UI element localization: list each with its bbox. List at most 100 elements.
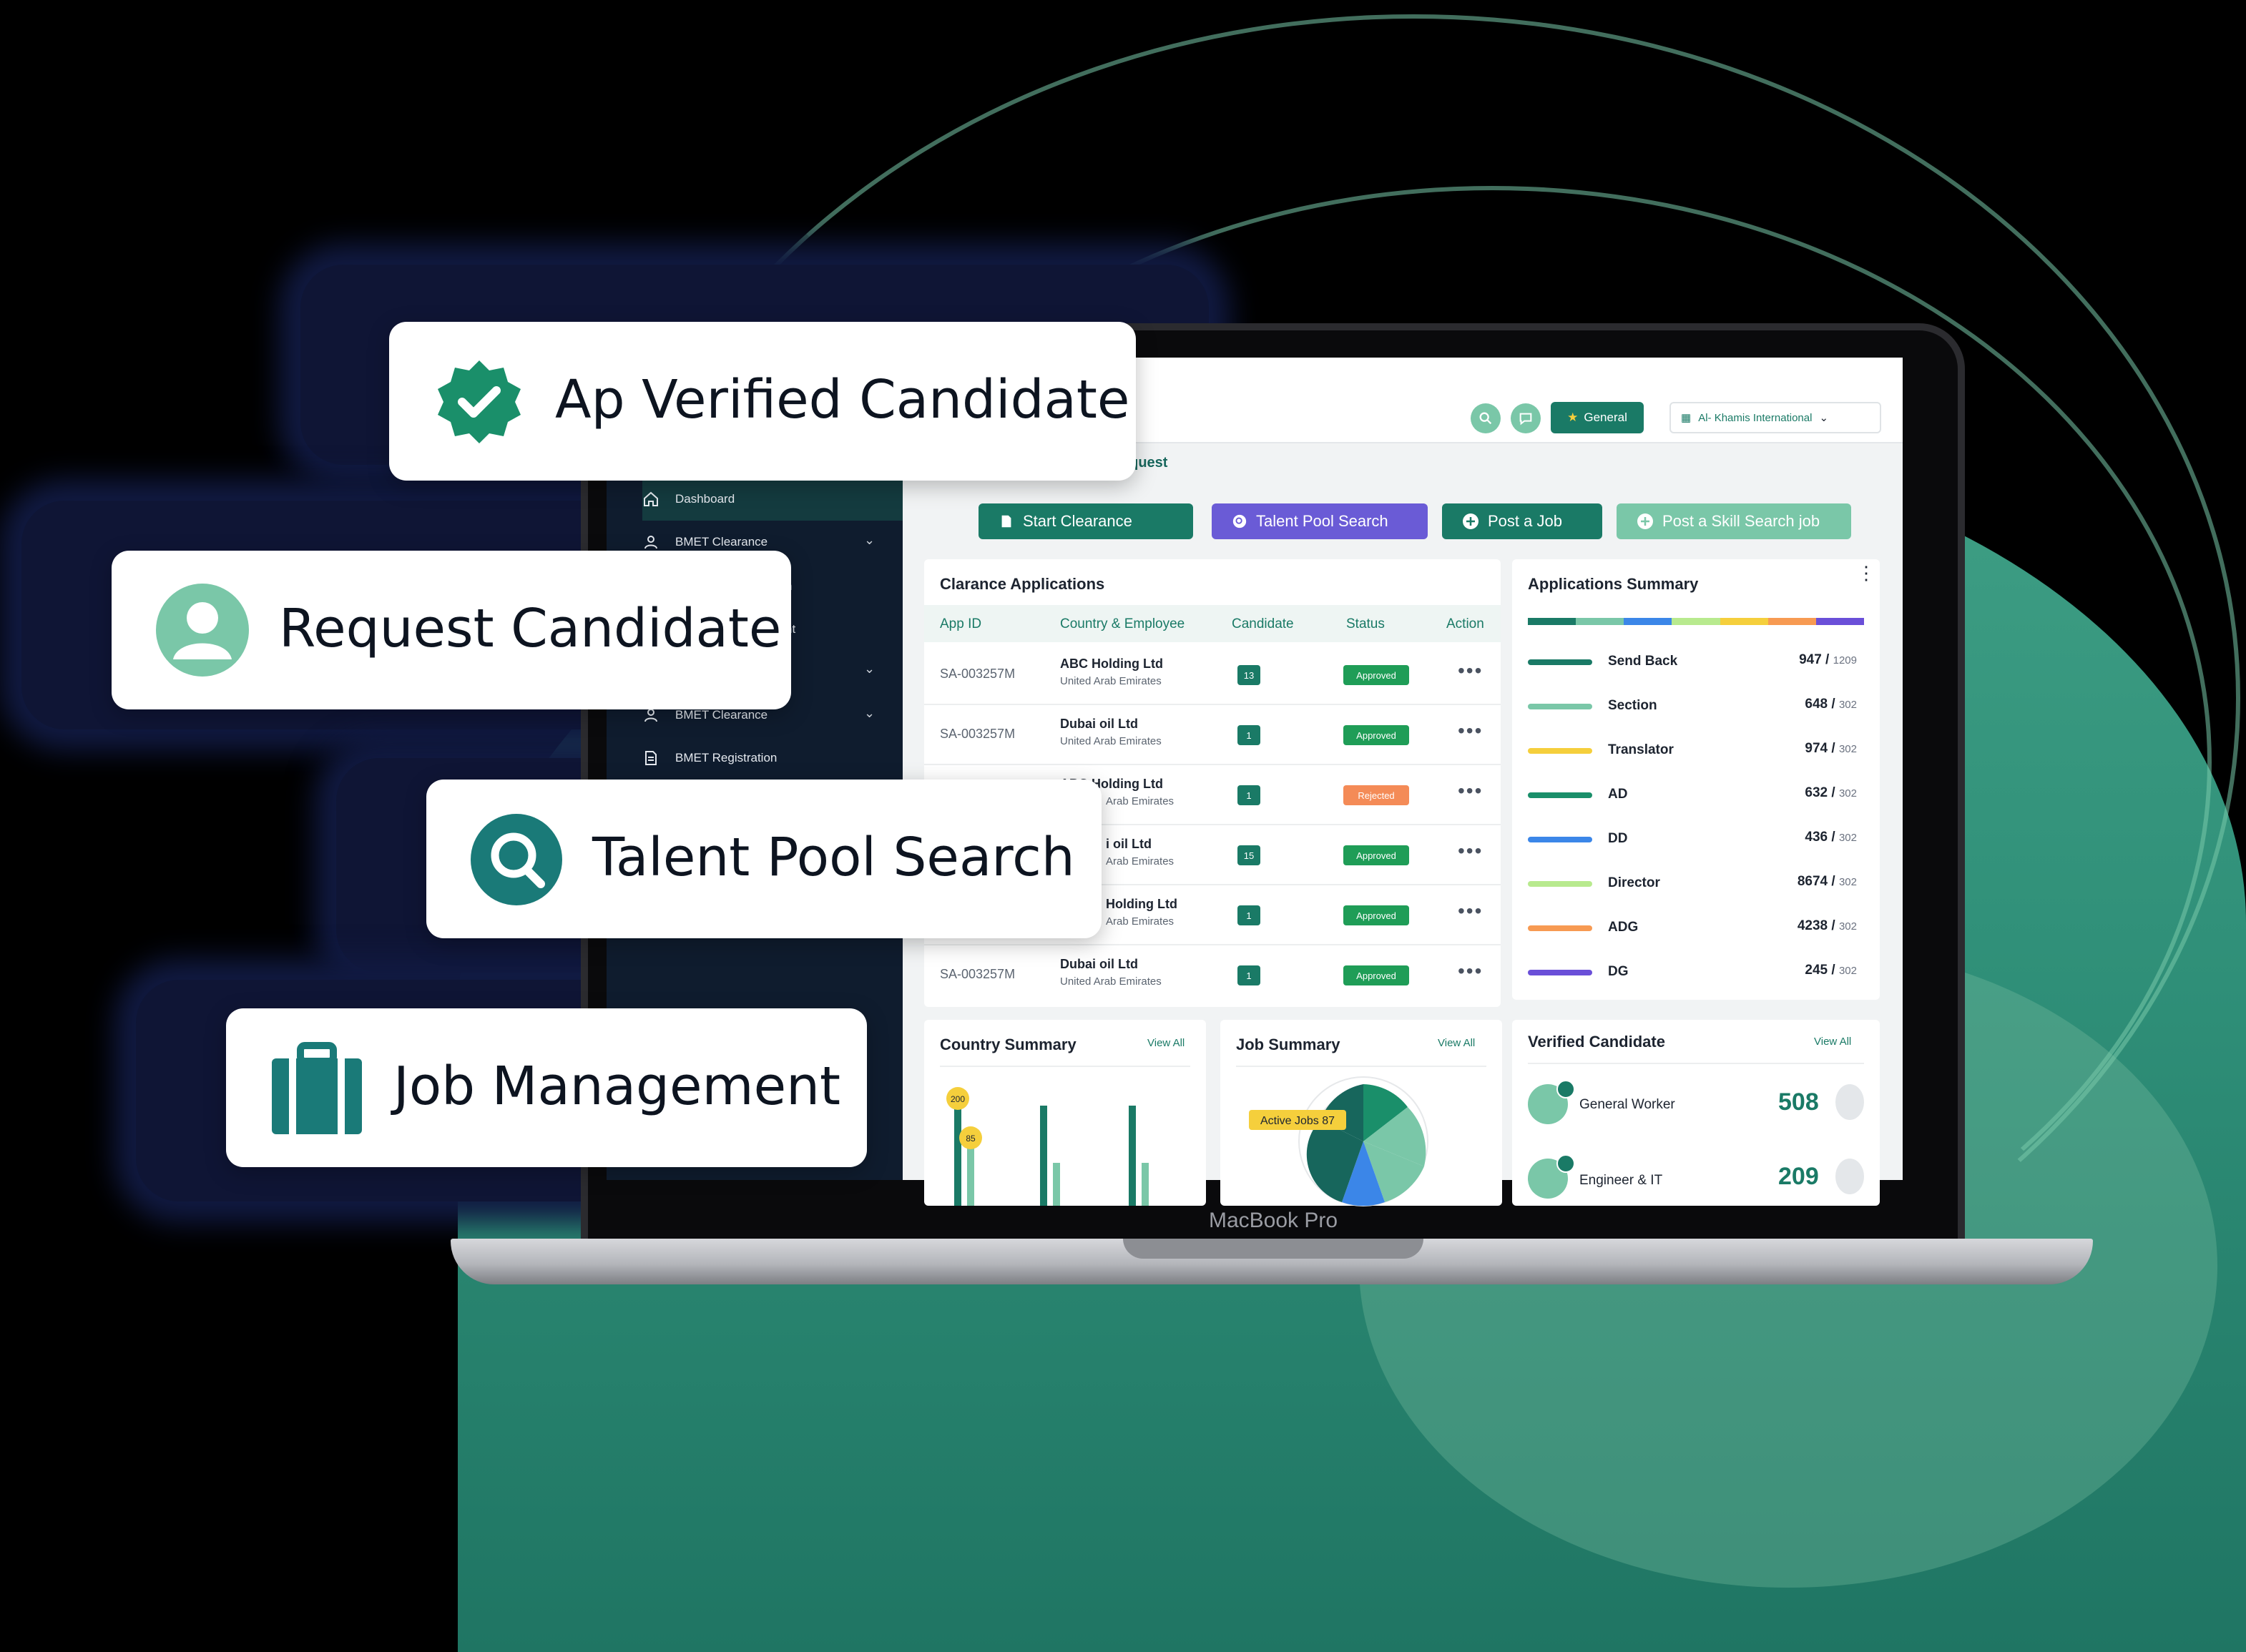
divider <box>940 1066 1190 1067</box>
document-icon <box>645 751 657 765</box>
laptop-brand-label: MacBook Pro <box>1208 1209 1338 1232</box>
candidate-count: 15 <box>1237 845 1260 865</box>
document-icon <box>1001 515 1011 528</box>
active-jobs-tag <box>1249 1110 1346 1130</box>
country-name: United Arab Emirates <box>1060 735 1162 747</box>
chat-button[interactable] <box>1511 403 1541 433</box>
summary-value: 648 / 302 <box>1805 697 1857 712</box>
summary-row: Translator 974 / 302 <box>1528 737 1857 765</box>
summary-value: 8674 / 302 <box>1797 874 1857 889</box>
more-actions-icon[interactable]: ••• <box>1458 719 1484 742</box>
chevron-down-icon[interactable]: ⌄ <box>864 533 876 547</box>
job-pie-chart: Active Jobs 87 <box>1249 1076 1428 1206</box>
chevron-down-icon[interactable]: ⌄ <box>864 706 876 720</box>
chevron-down-icon: ⌄ <box>1819 412 1829 424</box>
table-header <box>924 605 1501 642</box>
view-all-link[interactable]: View All <box>1814 1036 1852 1048</box>
country-name: United Arab Emirates <box>1060 675 1162 687</box>
company-name: Holding Ltd <box>1106 897 1177 911</box>
talent-pool-search-card[interactable]: Talent Pool Search <box>426 780 1102 938</box>
summary-row: DG 245 / 302 <box>1528 958 1857 987</box>
pie-slice <box>1306 1120 1363 1202</box>
briefcase-icon <box>272 1042 362 1134</box>
company-name: Dubai oil Ltd <box>1060 717 1138 731</box>
summary-label: Section <box>1608 698 1657 713</box>
general-label: General <box>1584 410 1627 424</box>
view-all-link[interactable]: View All <box>1147 1037 1185 1049</box>
chart-bar <box>954 1098 961 1206</box>
chart-bar <box>1040 1106 1047 1206</box>
sidebar-item-bmet-registration[interactable]: BMET Registration <box>642 740 777 776</box>
sidebar-item-bmet-clearance-2[interactable]: BMET Clearance <box>642 697 768 733</box>
data-label-bubble <box>946 1087 969 1110</box>
post-skill-search-job-button[interactable]: Post a Skill Search job <box>1617 503 1851 539</box>
laptop-notch <box>1123 1239 1423 1259</box>
country-name: Arab Emirates <box>1106 915 1175 928</box>
card-title: Country Summary <box>940 1036 1077 1053</box>
data-label: 85 <box>966 1134 976 1144</box>
start-clearance-button[interactable]: Start Clearance <box>979 503 1193 539</box>
more-actions-icon[interactable]: ••• <box>1458 659 1484 682</box>
column-header: Country & Employee <box>1060 616 1185 631</box>
candidate-count: 13 <box>1237 665 1260 685</box>
kebab-menu-icon[interactable]: ⋮ <box>1857 562 1875 584</box>
verified-badge-icon <box>438 360 521 443</box>
summary-value: 632 / 302 <box>1805 785 1857 800</box>
legend-swatch <box>1528 704 1592 709</box>
country-name: Arab Emirates <box>1106 795 1175 807</box>
status-badge: Rejected <box>1343 785 1409 805</box>
more-actions-icon[interactable]: ••• <box>1458 960 1484 982</box>
talent-pool-search-button[interactable]: Talent Pool Search <box>1212 503 1428 539</box>
verified-candidate-card: Verified Candidate View All General Work… <box>1512 1020 1880 1206</box>
more-actions-icon[interactable]: ••• <box>1458 900 1484 922</box>
more-actions-icon[interactable]: ••• <box>1458 780 1484 802</box>
search-button[interactable] <box>1471 403 1501 433</box>
verified-badge-icon <box>1556 1154 1575 1173</box>
chat-icon <box>1519 413 1532 426</box>
status-badge: Approved <box>1343 965 1409 985</box>
summary-label: DG <box>1608 964 1629 979</box>
verified-candidate-card[interactable]: Ap Verified Candidate <box>389 322 1136 481</box>
app-id: SA-003257M <box>940 667 1016 681</box>
card-title: Applications Summary <box>1528 575 1699 593</box>
more-actions-icon[interactable]: ••• <box>1458 840 1484 862</box>
general-button[interactable]: ★ General <box>1551 402 1644 433</box>
legend-swatch <box>1528 881 1592 887</box>
summary-label: AD <box>1608 787 1628 802</box>
chevron-down-icon[interactable]: ⌄ <box>864 662 876 676</box>
sidebar-item-bmet-clearance[interactable]: BMET Clearance <box>642 524 768 560</box>
chart-bar <box>967 1127 974 1206</box>
verified-badge-icon <box>1556 1080 1575 1098</box>
verified-row[interactable]: General Worker 508 <box>1528 1080 1864 1130</box>
sidebar-item-label: Dashboard <box>675 492 735 506</box>
button-label: Start Clearance <box>1023 512 1132 530</box>
card-label: Talent Pool Search <box>592 827 1075 888</box>
button-label: Post a Job <box>1488 512 1562 530</box>
sidebar-item-dashboard[interactable]: Dashboard <box>642 481 735 517</box>
legend-swatch <box>1528 925 1592 931</box>
company-name: Al- Khamis International <box>1698 411 1813 424</box>
divider <box>1236 1066 1486 1067</box>
company-name: Dubai oil Ltd <box>1060 957 1138 971</box>
job-management-card[interactable]: Job Management <box>226 1008 867 1167</box>
request-candidate-card[interactable]: Request Candidate <box>112 551 791 709</box>
company-select[interactable]: ▦ Al- Khamis International ⌄ <box>1669 402 1881 433</box>
sidebar-item-label: BMET Clearance <box>675 535 768 549</box>
app-id: SA-003257M <box>940 727 1016 741</box>
user-icon <box>644 536 657 549</box>
plus-icon <box>1463 513 1478 529</box>
card-label: Request Candidate <box>279 598 782 659</box>
decorative-icon <box>1835 1084 1864 1120</box>
status-badge: Approved <box>1343 725 1409 745</box>
verified-row[interactable]: Engineer & IT 209 <box>1528 1154 1864 1204</box>
summary-label: ADG <box>1608 920 1639 935</box>
company-name: ABC Holding Ltd <box>1060 657 1163 671</box>
star-icon: ★ <box>1567 410 1579 424</box>
candidate-count: 1 <box>1237 725 1260 745</box>
view-all-link[interactable]: View All <box>1438 1037 1476 1049</box>
summary-label: Director <box>1608 875 1660 890</box>
candidate-count: 1 <box>1237 905 1260 925</box>
summary-row: Director 8674 / 302 <box>1528 870 1857 898</box>
applications-summary-card: Applications Summary ⋮ Send Back 947 / 1… <box>1512 559 1880 1000</box>
post-job-button[interactable]: Post a Job <box>1442 503 1602 539</box>
